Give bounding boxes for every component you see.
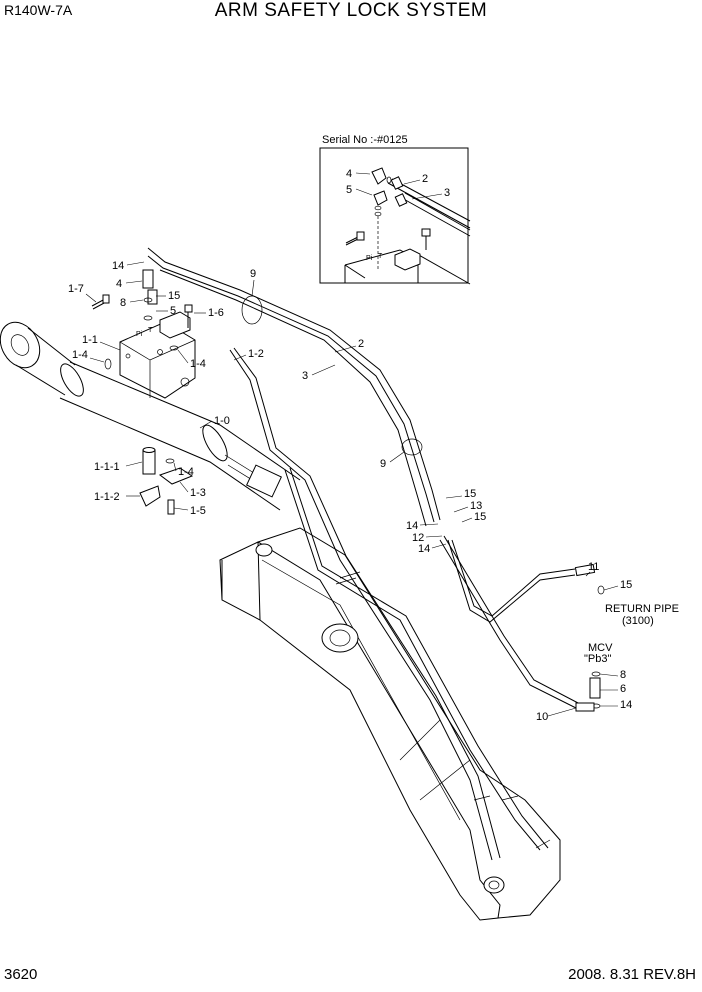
callout-1-1-2: 1-1-2 [94, 491, 120, 503]
callout-1-2: 1-2 [248, 348, 264, 360]
callout-2: 2 [358, 338, 364, 350]
callout-1-3: 1-3 [190, 487, 206, 499]
safety-valve-assembly [91, 269, 196, 515]
callout-1-4-lower: 1-4 [178, 466, 194, 478]
callout-13: 13 [470, 500, 482, 512]
callout-14-mid-b: 14 [418, 543, 430, 555]
mcv-fittings [574, 563, 605, 712]
return-pipe-label: RETURN PIPE [605, 603, 679, 615]
callout-14-mcv: 14 [620, 699, 632, 711]
callout-1-0: 1-0 [214, 415, 230, 427]
callout-12: 12 [412, 532, 424, 544]
callout-1-4-block: 1-4 [190, 358, 206, 370]
callout-9-lower: 9 [380, 458, 386, 470]
arm-cylinder [0, 321, 301, 511]
serial-label: Serial No :-#0125 [322, 134, 408, 146]
inset-callout-5: 5 [346, 184, 352, 196]
model-number: R140W-7A [4, 2, 73, 18]
callout-9-top: 9 [250, 268, 256, 280]
port-pi: Pi [136, 331, 143, 338]
page-title: ARM SAFETY LOCK SYSTEM [214, 0, 488, 21]
callout-1-1-1: 1-1-1 [94, 461, 120, 473]
callout-14-top: 14 [112, 260, 124, 272]
callout-8-mcv: 8 [620, 669, 626, 681]
callout-10: 10 [536, 711, 548, 723]
callout-1-5: 1-5 [190, 505, 206, 517]
callout-15-return: 15 [620, 579, 632, 591]
callout-1-6: 1-6 [208, 307, 224, 319]
callout-1-1: 1-1 [82, 334, 98, 346]
callout-14-mid-a: 14 [406, 520, 418, 532]
callout-15-mid-b: 15 [474, 511, 486, 523]
callout-3: 3 [302, 370, 308, 382]
callout-1-7: 1-7 [68, 283, 84, 295]
page-number: 3620 [4, 966, 38, 983]
pb3-label: "Pb3" [584, 653, 611, 665]
inset-callout-4: 4 [346, 168, 352, 180]
pipe-routing [147, 247, 581, 861]
callout-8: 8 [120, 297, 126, 309]
revision-date: 2008. 8.31 REV.8H [568, 966, 696, 983]
inset-port-pi: Pi [366, 255, 373, 262]
callout-4: 4 [116, 278, 122, 290]
callout-11: 11 [588, 561, 599, 573]
mcv-label: MCV [588, 642, 613, 654]
callout-6: 6 [620, 683, 626, 695]
callout-5: 5 [170, 305, 176, 317]
boom-structure [219, 527, 561, 921]
inset-callout-3: 3 [444, 187, 450, 199]
callout-1-4-left: 1-4 [72, 349, 88, 361]
return-pipe-ref: (3100) [622, 615, 654, 627]
inset-callout-2: 2 [422, 173, 428, 185]
serial-inset: Serial No :-#0125 4 5 2 3 Pi T [319, 134, 471, 285]
callout-15-top: 15 [168, 290, 180, 302]
callout-15-mid-a: 15 [464, 488, 476, 500]
port-t: T [148, 327, 153, 334]
inset-port-t: T [378, 253, 383, 260]
callout-labels: 14 9 4 1-7 8 15 5 1-6 1-1 1-4 1-4 1-2 2 … [68, 260, 679, 723]
